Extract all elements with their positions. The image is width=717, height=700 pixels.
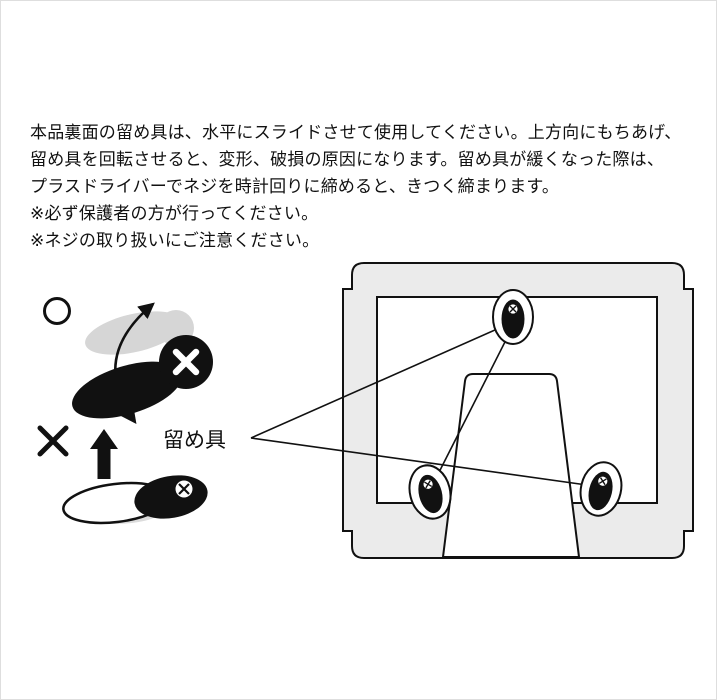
- leader-line-bottom-right: [250, 437, 602, 488]
- fastener-bottom-right: [579, 461, 623, 517]
- phillips-cross-icon: [172, 348, 200, 376]
- screw-cross-icon: [178, 483, 190, 495]
- instruction-line: 留め具を回転させると、変形、破損の原因になります。留め具が緩くなった際は、: [30, 150, 665, 170]
- incorrect-mark-icon: [37, 425, 69, 457]
- instruction-line: プラスドライバーでネジを時計回りに締めると、きつく締まります。: [30, 177, 560, 197]
- instruction-note: ※ネジの取り扱いにご注意ください。: [30, 231, 320, 251]
- correct-mark-icon: [43, 297, 71, 325]
- screw-cross-icon: [424, 480, 433, 489]
- instruction-text: 本品裏面の留め具は、水平にスライドさせて使用してください。上方向にもちあげ、 留…: [30, 120, 681, 255]
- correct-usage-illustration: [43, 297, 213, 424]
- leader-line-top: [250, 321, 514, 439]
- fastener-bottom-left: [408, 464, 452, 520]
- screw-cross-icon: [598, 477, 607, 486]
- panel-stand: [441, 373, 581, 558]
- incorrect-usage-illustration: [37, 425, 208, 525]
- leader-line-bottom-left: [429, 331, 511, 491]
- fastener-arm-black: [72, 361, 182, 419]
- fastener-label: 留め具: [163, 428, 226, 452]
- fastener-arm: [501, 299, 525, 339]
- instruction-note: ※必ず保護者の方が行ってください。: [30, 204, 319, 224]
- instruction-line: 本品裏面の留め具は、水平にスライドさせて使用してください。上方向にもちあげ、: [30, 123, 682, 143]
- leader-lines: [250, 321, 602, 491]
- fastener-top: [492, 289, 534, 345]
- screw-cross-icon: [509, 305, 517, 313]
- up-arrow-icon: [90, 429, 118, 479]
